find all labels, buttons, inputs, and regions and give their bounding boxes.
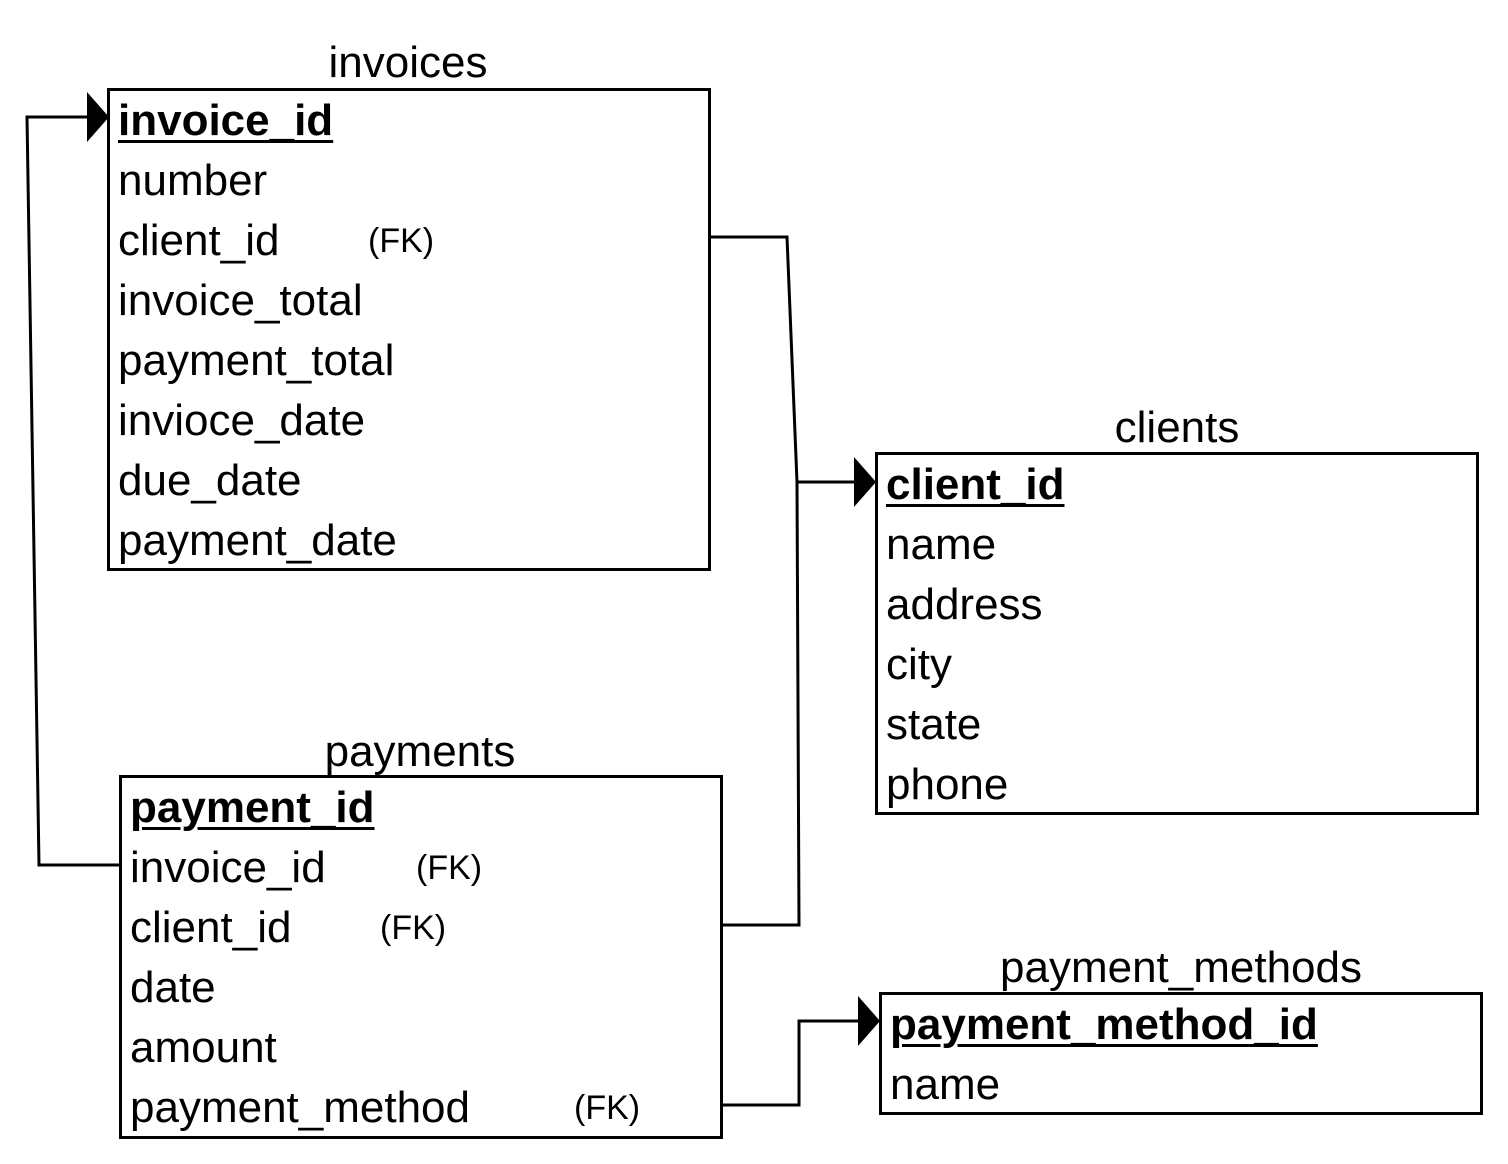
connector-payments-client-to-clients <box>723 481 801 927</box>
invoices-field-due-date[interactable]: due_date <box>118 451 302 511</box>
payment-methods-field-name-name: name <box>890 1060 1001 1109</box>
payments-field-client-id-name: client_id <box>130 903 292 952</box>
invoices-field-invoice-total-name: invoice_total <box>118 276 363 325</box>
clients-field-state-name: state <box>886 700 982 749</box>
clients-table-title: clients <box>1114 403 1240 452</box>
payments-field-invoice-id-name: invoice_id <box>130 843 326 892</box>
payments-field-date-name: date <box>130 963 216 1012</box>
invoices-field-payment-date[interactable]: payment_date <box>118 511 397 571</box>
invoices-field-client-id[interactable]: client_id (FK) <box>118 211 434 271</box>
invoices-table[interactable]: invoice_id number client_id (FK) invoice_… <box>107 88 711 571</box>
payment-methods-table-title: payment_methods <box>1000 943 1362 992</box>
payments-field-amount-name: amount <box>130 1023 277 1072</box>
connector-payments-invoice-to-invoices <box>25 115 119 867</box>
payment-methods-field-payment-method-id-name: payment_method_id <box>890 1000 1318 1049</box>
payments-field-amount[interactable]: amount <box>130 1018 277 1078</box>
payments-field-client-id[interactable]: client_id (FK) <box>130 898 446 958</box>
invoices-field-number[interactable]: number <box>118 151 267 211</box>
clients-field-client-id[interactable]: client_id <box>886 455 1065 515</box>
clients-field-phone-name: phone <box>886 760 1009 809</box>
clients-field-name[interactable]: name <box>886 515 996 575</box>
payments-field-invoice-id[interactable]: invoice_id (FK) <box>130 838 482 898</box>
payment-methods-field-payment-method-id[interactable]: payment_method_id <box>890 995 1318 1055</box>
invoices-field-invioce-date[interactable]: invioce_date <box>118 391 365 451</box>
clients-field-phone[interactable]: phone <box>886 755 1008 815</box>
payments-table-title: payments <box>324 727 516 776</box>
connector-payments-method-to-payment-methods <box>723 1019 862 1107</box>
invoices-field-payment-total-name: payment_total <box>118 336 395 385</box>
invoices-field-invoice-id[interactable]: invoice_id <box>118 91 333 151</box>
payments-invoice-id-fk-tag: (FK) <box>416 849 483 887</box>
payments-payment-method-fk-tag: (FK) <box>574 1089 641 1127</box>
payments-field-payment-id-name: payment_id <box>130 783 375 832</box>
clients-field-state[interactable]: state <box>886 695 981 755</box>
clients-field-address[interactable]: address <box>886 575 1043 635</box>
clients-table[interactable]: client_id name address city state phone <box>875 452 1479 815</box>
invoices-field-invoice-total[interactable]: invoice_total <box>118 271 363 331</box>
invoices-table-title: invoices <box>328 38 488 87</box>
invoices-field-payment-date-name: payment_date <box>118 516 397 565</box>
payments-field-payment-id[interactable]: payment_id <box>130 778 375 838</box>
invoices-field-client-id-name: client_id <box>118 216 280 265</box>
arrowhead-to-invoices-icon <box>87 92 109 142</box>
connector-invoices-client-to-clients <box>711 235 858 484</box>
invoices-field-payment-total[interactable]: payment_total <box>118 331 394 391</box>
payments-table[interactable]: payment_id invoice_id(FK) client_id(FK) … <box>119 775 723 1139</box>
invoices-client-id-fk-tag: (FK) <box>368 222 435 260</box>
payments-field-payment-method[interactable]: payment_method (FK) <box>130 1078 640 1138</box>
invoices-field-number-name: number <box>118 156 268 205</box>
clients-field-city[interactable]: city <box>886 635 952 695</box>
invoices-field-invoice-id-name: invoice_id <box>118 96 334 145</box>
payment-methods-field-name[interactable]: name <box>890 1055 1000 1115</box>
invoices-field-invioce-date-name: invioce_date <box>118 396 366 445</box>
payments-field-payment-method-name: payment_method <box>130 1083 470 1132</box>
invoices-field-due-date-name: due_date <box>118 456 302 505</box>
payments-client-id-fk-tag: (FK) <box>380 909 447 947</box>
clients-field-address-name: address <box>886 580 1043 629</box>
clients-field-city-name: city <box>886 640 952 689</box>
arrowhead-to-payment-methods-icon <box>858 996 880 1046</box>
payments-field-date[interactable]: date <box>130 958 216 1018</box>
clients-field-name-name: name <box>886 520 997 569</box>
arrowhead-to-clients-icon <box>854 457 876 507</box>
payment-methods-table[interactable]: payment_method_id name <box>879 992 1483 1115</box>
clients-field-client-id-name: client_id <box>886 460 1065 509</box>
